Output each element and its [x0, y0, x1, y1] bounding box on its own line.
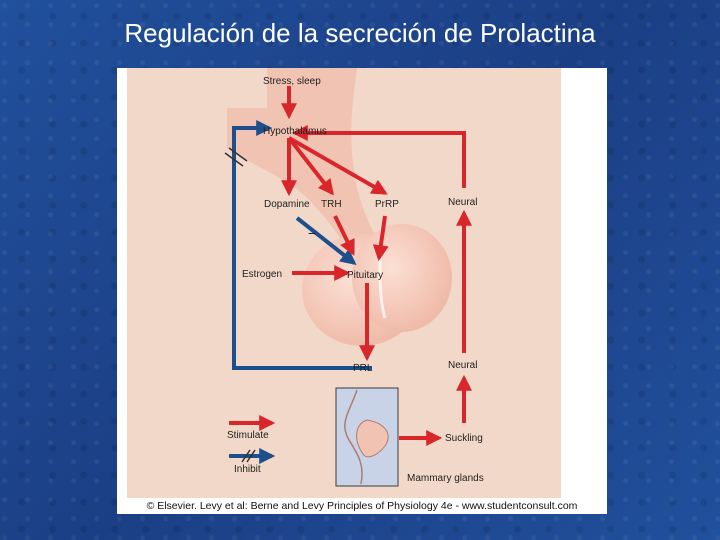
slide-title: Regulación de la secreción de Prolactina: [124, 18, 596, 48]
neural-to-hypothalamus-arrow: [291, 125, 466, 188]
copyright-caption: © Elsevier. Levy et al: Berne and Levy P…: [146, 500, 578, 512]
prl-label: PRL: [353, 363, 373, 374]
hypothalamus-tissue: [227, 68, 387, 268]
prrp-to-pituitary-arrow: [372, 215, 389, 262]
hypothalamus-label: Hypothalamus: [263, 126, 327, 137]
neural-bottom-label: Neural: [448, 360, 477, 371]
stress-sleep-label: Stress, sleep: [263, 76, 321, 87]
mammary-gland-tissue: [356, 419, 389, 458]
prl-feedback-inhibit-arrow: [232, 120, 372, 370]
legend-inhibit-label: Inhibit: [234, 464, 261, 475]
dopamine-label: Dopamine: [264, 199, 310, 210]
prrp-label: PrRP: [375, 199, 399, 210]
suckling-label: Suckling: [445, 433, 483, 444]
prolactin-diagram: Stress, sleep Hypothalamus Dopamine TRH …: [127, 68, 561, 498]
estrogen-label: Estrogen: [242, 269, 282, 280]
inhibit-slash-left: [224, 152, 244, 167]
legend-stimulate-label: Stimulate: [227, 430, 269, 441]
hypothalamus-to-trh-arrow: [287, 136, 334, 196]
hypothalamus-to-prrp-arrow: [288, 136, 388, 195]
mammary-glands-label: Mammary glands: [407, 473, 484, 484]
dopamine-minus-sign: −: [308, 225, 316, 241]
trh-to-pituitary-arrow: [333, 215, 355, 256]
trh-label: TRH: [321, 199, 342, 210]
figure-panel: Stress, sleep Hypothalamus Dopamine TRH …: [117, 68, 607, 514]
pituitary-label: Pituitary: [347, 270, 383, 281]
neural-top-label: Neural: [448, 197, 477, 208]
